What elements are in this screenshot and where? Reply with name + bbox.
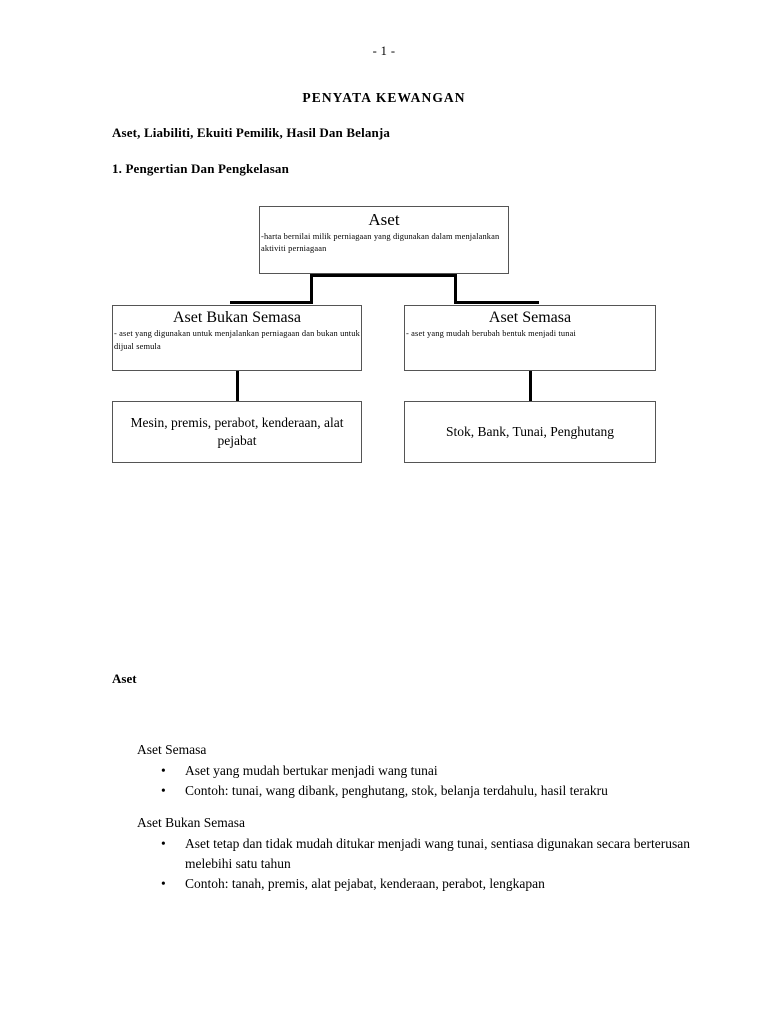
- aset-bukan-semasa-group-title: Aset Bukan Semasa: [137, 815, 245, 830]
- connector-root-to-current: [454, 274, 457, 303]
- aset-section-label: Aset: [112, 671, 137, 686]
- connector-root-to-non-current: [310, 274, 313, 303]
- diagram-node-aset-bukan-semasa-examples-text: Mesin, premis, perabot, kenderaan, alat …: [130, 414, 344, 448]
- aset-semasa-group-title: Aset Semasa: [137, 742, 207, 757]
- connector-root-horizontal: [310, 274, 457, 277]
- connector-stub-non-current: [230, 301, 313, 304]
- list-item: • Contoh: tanah, premis, alat pejabat, k…: [137, 874, 697, 894]
- diagram-node-aset-bukan-semasa-title: Aset Bukan Semasa: [173, 309, 301, 326]
- aset-bukan-semasa-bullet-list: • Aset tetap dan tidak mudah ditukar men…: [137, 834, 697, 894]
- bullet-icon: •: [161, 783, 166, 799]
- list-item: • Aset yang mudah bertukar menjadi wang …: [137, 761, 697, 781]
- diagram-node-aset-bukan-semasa-examples: Mesin, premis, perabot, kenderaan, alat …: [112, 401, 362, 463]
- diagram-node-aset-bukan-semasa-description: - aset yang digunakan untuk menjalankan …: [114, 329, 360, 351]
- asset-classification-diagram: Aset -harta bernilai milik perniagaan ya…: [0, 0, 768, 500]
- aset-semasa-group: Aset Semasa • Aset yang mudah bertukar m…: [137, 740, 697, 801]
- list-item: • Aset tetap dan tidak mudah ditukar men…: [137, 834, 697, 874]
- document-subtitle: Aset, Liabiliti, Ekuiti Pemilik, Hasil D…: [112, 125, 390, 140]
- aset-bukan-semasa-group: Aset Bukan Semasa • Aset tetap dan tidak…: [137, 813, 697, 894]
- diagram-node-aset-semasa-description: - aset yang mudah berubah bentuk menjadi…: [406, 329, 576, 339]
- diagram-node-aset-description: -harta bernilai milik perniagaan yang di…: [261, 231, 500, 253]
- connector-non-current-to-examples: [236, 371, 239, 402]
- aset-semasa-bullet-list: • Aset yang mudah bertukar menjadi wang …: [137, 761, 697, 801]
- diagram-node-aset-semasa-examples: Stok, Bank, Tunai, Penghutang: [404, 401, 656, 463]
- connector-stub-current: [454, 301, 539, 304]
- connector-current-to-examples: [529, 371, 532, 402]
- bullet-icon: •: [161, 836, 166, 852]
- diagram-node-aset-semasa-title: Aset Semasa: [488, 309, 572, 326]
- list-item-text: Contoh: tunai, wang dibank, penghutang, …: [185, 783, 608, 799]
- section-heading: 1. Pengertian Dan Pengkelasan: [112, 161, 289, 176]
- diagram-node-aset-bukan-semasa: Aset Bukan Semasa - aset yang digunakan …: [112, 305, 362, 371]
- diagram-node-aset: Aset -harta bernilai milik perniagaan ya…: [259, 206, 509, 274]
- diagram-node-aset-semasa: Aset Semasa - aset yang mudah berubah be…: [404, 305, 656, 371]
- bullet-icon: •: [161, 763, 166, 779]
- diagram-node-aset-semasa-examples-text: Stok, Bank, Tunai, Penghutang: [445, 423, 615, 439]
- diagram-node-aset-title: Aset: [368, 210, 400, 229]
- list-item-text: Aset yang mudah bertukar menjadi wang tu…: [185, 763, 438, 779]
- page-number: - 1 -: [372, 44, 396, 58]
- document-title: PENYATA KEWANGAN: [302, 90, 466, 105]
- list-item-text: Aset tetap dan tidak mudah ditukar menja…: [185, 836, 690, 872]
- list-item: • Contoh: tunai, wang dibank, penghutang…: [137, 781, 697, 801]
- bullet-icon: •: [161, 876, 166, 892]
- list-item-text: Contoh: tanah, premis, alat pejabat, ken…: [185, 876, 545, 892]
